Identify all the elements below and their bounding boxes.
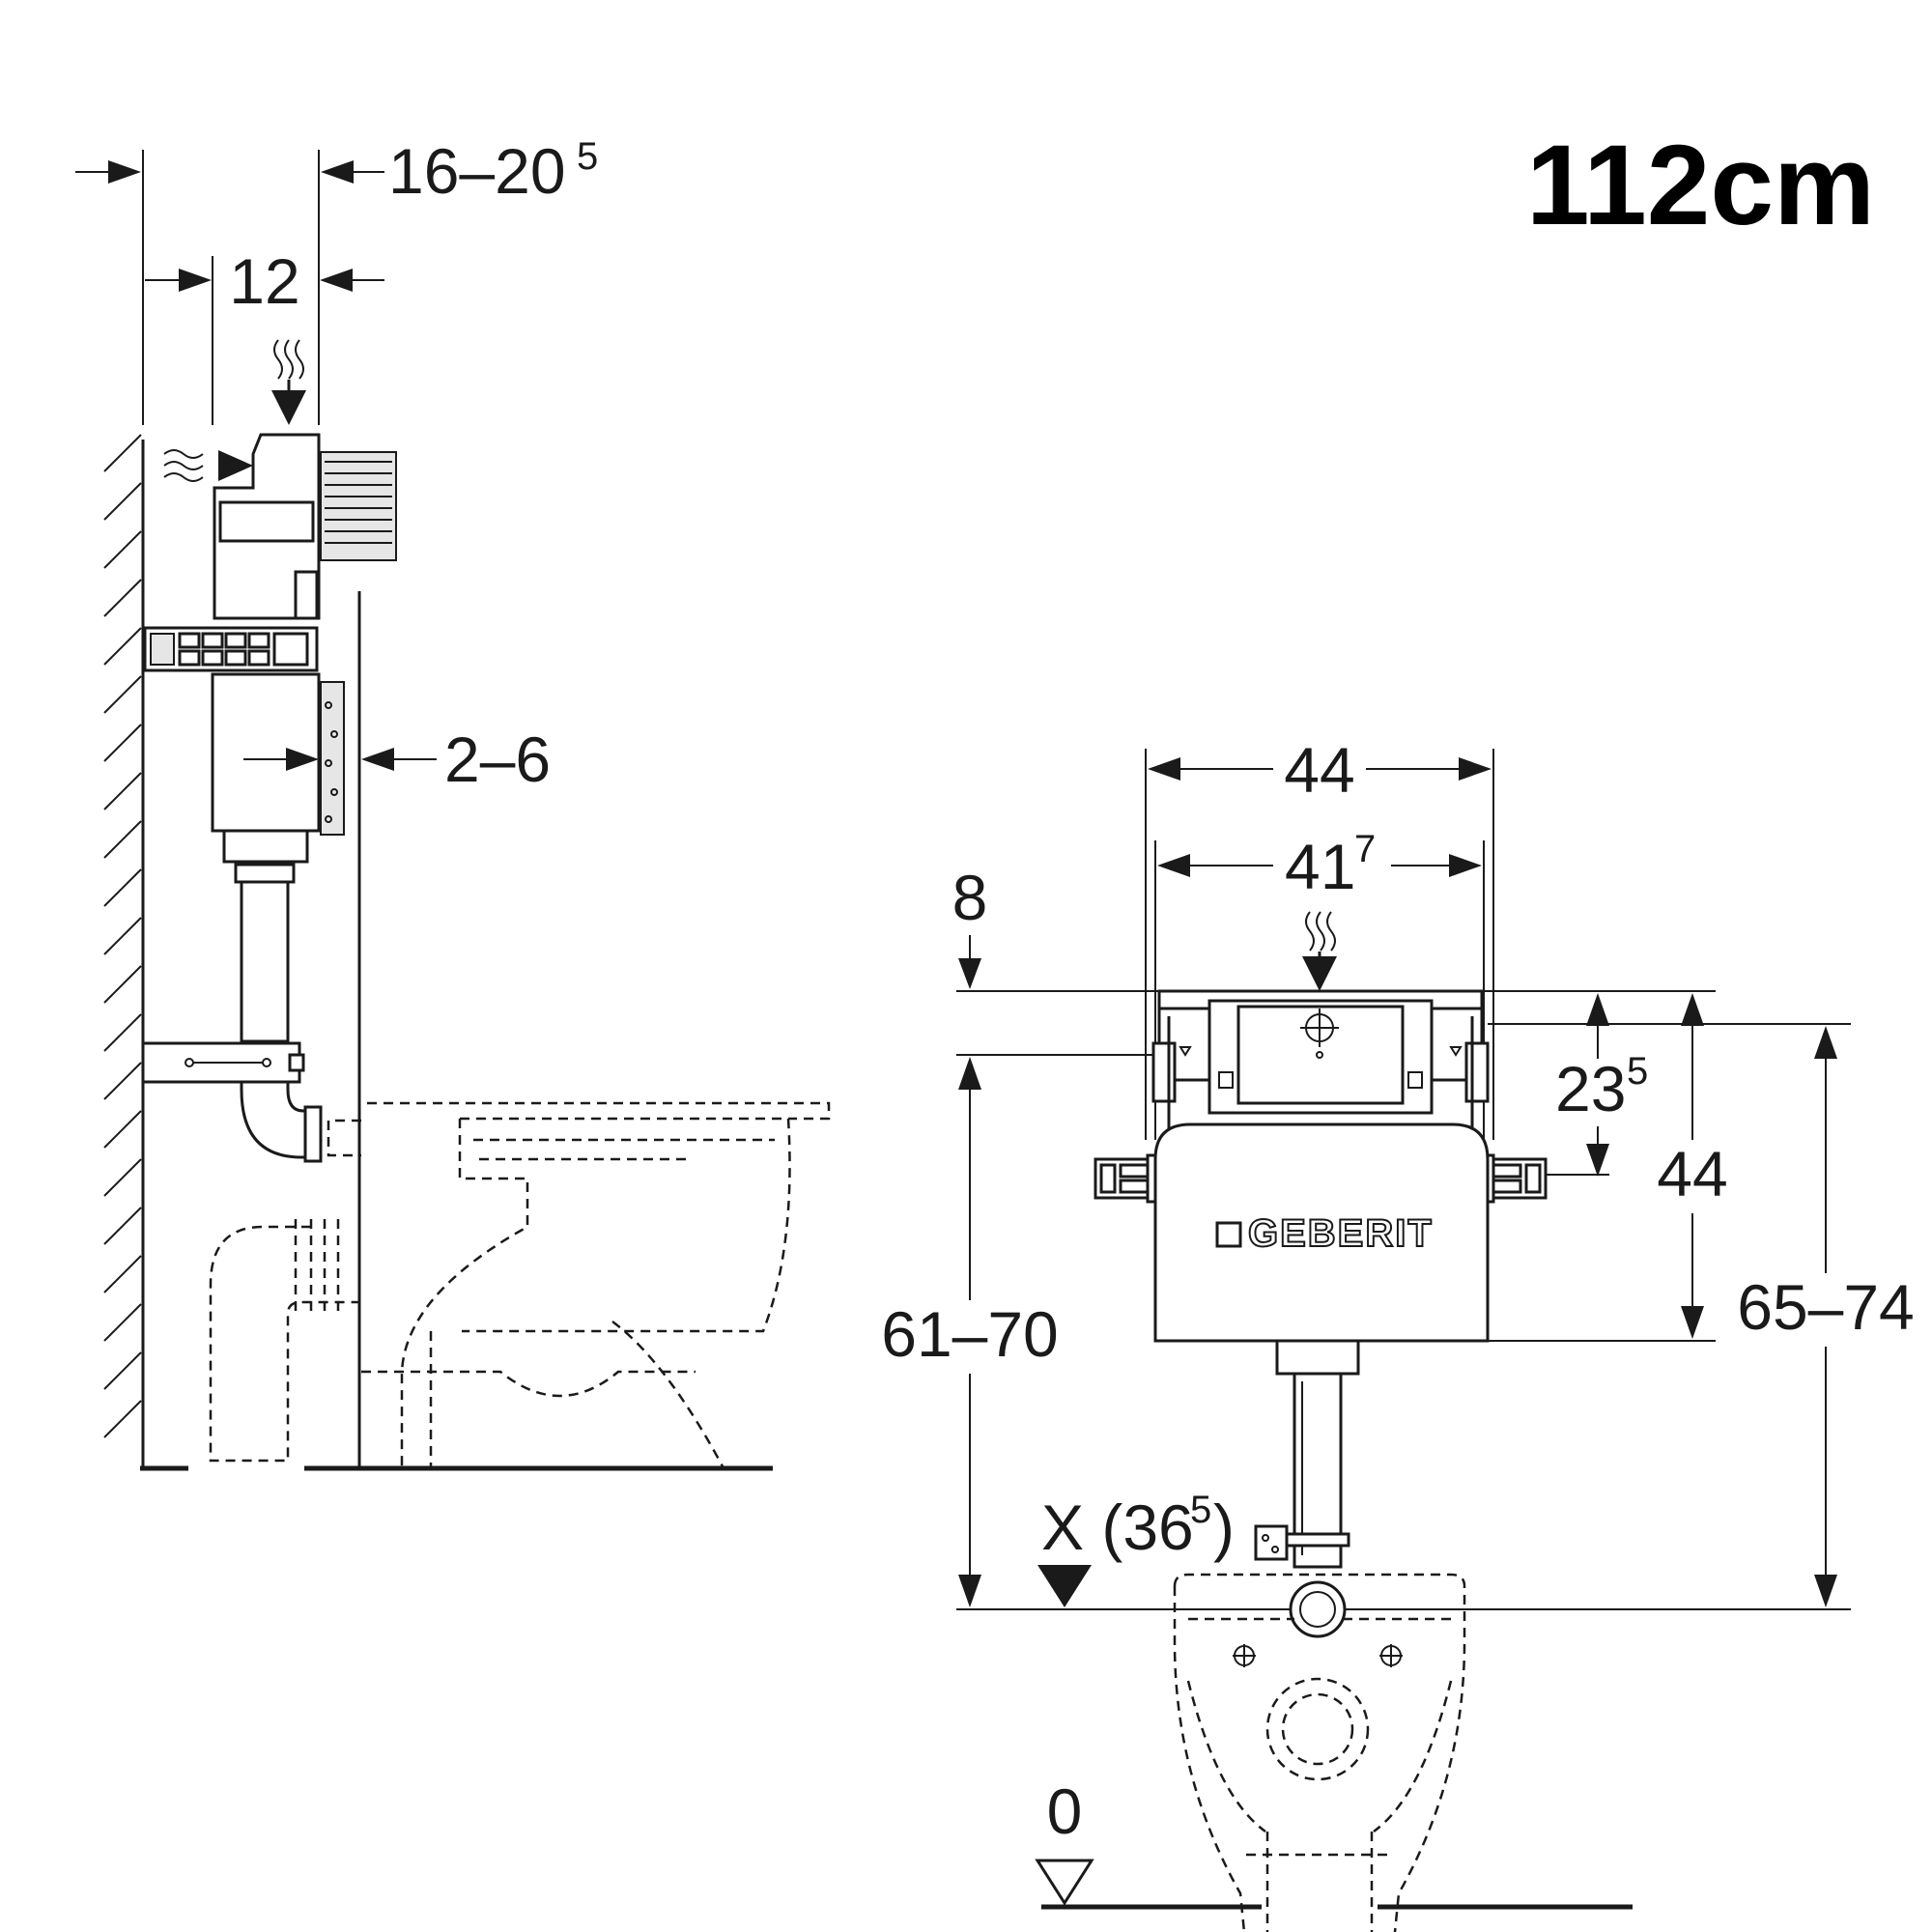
- wall-hatch: [103, 434, 145, 1466]
- page-title: 112cm: [1526, 122, 1875, 249]
- toilet-front-dashed: [1173, 1573, 1466, 1932]
- svg-text:12: 12: [229, 245, 299, 317]
- brand-text: GEBERIT: [1248, 1212, 1434, 1255]
- brand-logo-square: [1215, 1221, 1242, 1248]
- flush-pipe-front: [1254, 1339, 1360, 1638]
- svg-text:16–20: 16–20: [388, 135, 566, 207]
- water-inlet-front-icon: [1302, 911, 1337, 991]
- water-inlet-side-icon: [163, 449, 253, 482]
- dim-wall-thickness: 2–6: [243, 724, 551, 795]
- dim-width-outer: 44: [1148, 734, 1492, 806]
- svg-text:2–6: 2–6: [444, 724, 551, 795]
- svg-text:5: 5: [577, 135, 598, 178]
- dim-height-small: 23 5: [1555, 993, 1648, 1177]
- svg-text:): ): [1213, 1492, 1235, 1563]
- cistern-front: GEBERIT: [1153, 1122, 1490, 1343]
- svg-text:8: 8: [952, 862, 988, 933]
- wall-bracket: [143, 626, 319, 672]
- svg-text:61–70: 61–70: [881, 1298, 1059, 1370]
- svg-text:X (36: X (36: [1041, 1492, 1194, 1563]
- toilet-side-dashed: [209, 1101, 831, 1467]
- front-view: 44 41 7 8: [881, 734, 1915, 1932]
- svg-text:23: 23: [1555, 1053, 1626, 1124]
- dim-height-right: 65–74: [1737, 1026, 1915, 1607]
- dim-depth-total: 16–20 5: [75, 135, 598, 207]
- dim-width-inner: 41 7: [1157, 828, 1482, 902]
- side-view: 16–20 5 12: [75, 135, 831, 1471]
- bracket-left: [1094, 1153, 1165, 1204]
- cistern-upper: [213, 433, 397, 620]
- svg-text:44: 44: [1657, 1138, 1727, 1209]
- svg-text:44: 44: [1284, 734, 1354, 806]
- flush-pipe-side: [141, 863, 323, 1163]
- svg-text:5: 5: [1190, 1489, 1211, 1531]
- dim-offset-top: 8: [952, 862, 988, 989]
- water-inlet-top-icon: [271, 339, 306, 425]
- cistern-frame: [1151, 989, 1490, 1159]
- svg-text:41: 41: [1285, 831, 1355, 902]
- svg-text:7: 7: [1354, 828, 1376, 870]
- dim-height-left: 61–70: [881, 1057, 1059, 1607]
- dim-depth-cistern: 12: [145, 245, 384, 317]
- dim-height-cistern: 44: [1657, 993, 1728, 1339]
- svg-text:5: 5: [1627, 1050, 1648, 1093]
- cistern-body: [211, 672, 345, 864]
- svg-text:65–74: 65–74: [1737, 1271, 1915, 1343]
- svg-text:0: 0: [1047, 1776, 1083, 1847]
- x-height-marker: X (36 5 ): [1037, 1489, 1235, 1607]
- floor-level-marker: 0: [1035, 1776, 1633, 1910]
